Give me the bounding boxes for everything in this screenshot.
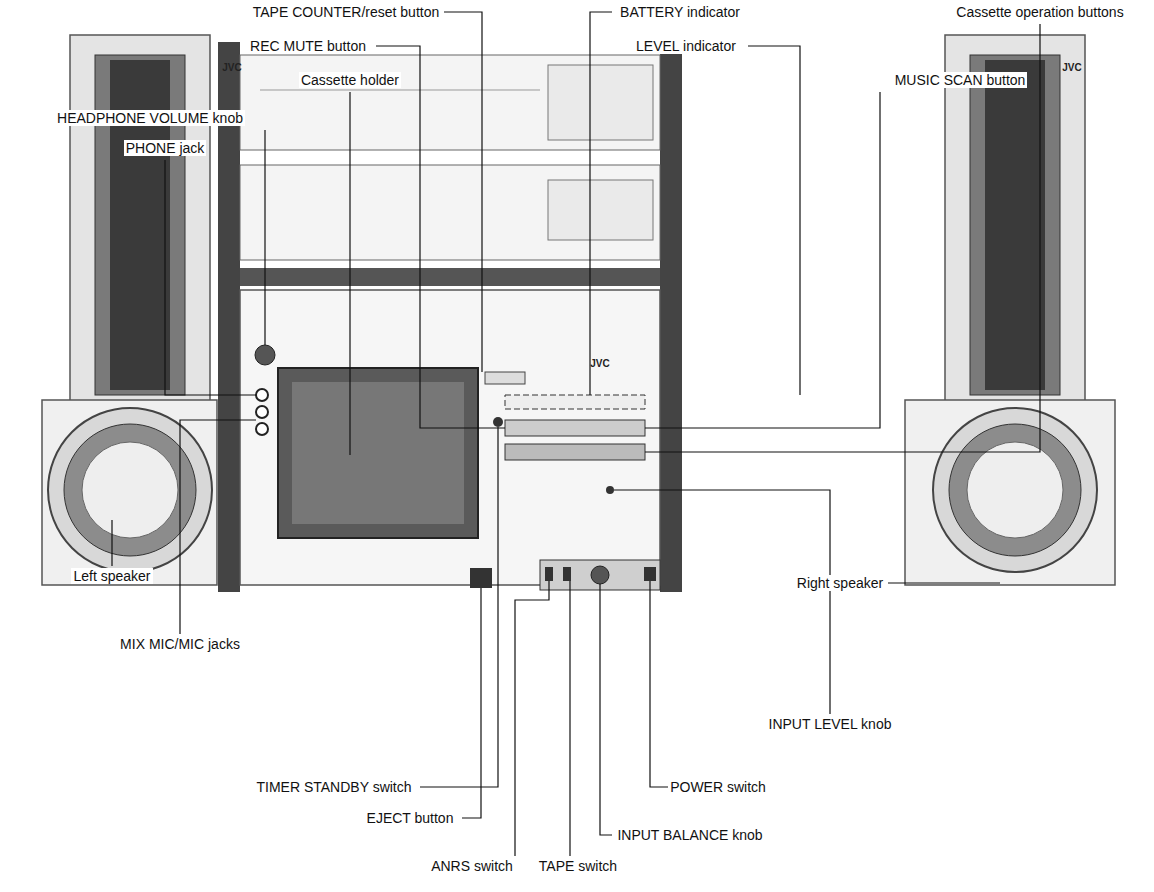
- right-tower-dark: [985, 60, 1045, 390]
- rec-mute-music-scan: [505, 420, 645, 436]
- part-label: Cassette operation buttons: [954, 4, 1125, 20]
- part-label: INPUT LEVEL knob: [767, 716, 894, 732]
- part-label: EJECT button: [365, 810, 456, 826]
- left-cone-outer: [48, 408, 212, 572]
- power-switch: [644, 567, 656, 581]
- leader-line: [420, 427, 498, 787]
- part-label: REC MUTE button: [248, 38, 368, 54]
- part-label: ANRS switch: [429, 858, 515, 874]
- part-label: BATTERY indicator: [618, 4, 742, 20]
- leader-line: [165, 160, 256, 395]
- tuner-buttons: [548, 65, 653, 140]
- input-level-knob: [606, 486, 614, 494]
- part-label: Cassette holder: [299, 72, 401, 88]
- leader-line: [515, 581, 549, 856]
- anrs-switch: [545, 567, 553, 581]
- level-battery-indicator: [505, 395, 645, 409]
- brand-logo: JVC: [1062, 62, 1081, 73]
- amplifier-unit: [240, 165, 660, 260]
- right-speaker-box: [905, 400, 1115, 585]
- leader-line: [111, 520, 112, 566]
- leader-line: [180, 420, 256, 634]
- rack-post-right: [660, 42, 682, 592]
- part-label: TIMER STANDBY switch: [254, 779, 413, 795]
- rack-shelf: [240, 268, 660, 286]
- leader-line: [748, 46, 800, 395]
- leader-line: [264, 130, 265, 345]
- input-balance-knob: [591, 566, 609, 584]
- part-label: HEADPHONE VOLUME knob: [55, 110, 245, 126]
- leader-line: [444, 12, 482, 372]
- right-tower: [945, 35, 1085, 405]
- left-cone: [64, 424, 196, 556]
- mix-mic-jack: [256, 406, 268, 418]
- leader-line: [462, 588, 481, 818]
- right-tower-grille: [970, 55, 1060, 395]
- part-label: PHONE jack: [124, 140, 207, 156]
- eject-button: [470, 568, 492, 588]
- leader-line: [888, 582, 1000, 583]
- right-cone-outer: [933, 408, 1097, 572]
- part-label: POWER switch: [668, 779, 768, 795]
- part-label: MUSIC SCAN button: [893, 72, 1028, 88]
- cassette-buttons: [505, 444, 645, 460]
- tuner-unit: [240, 55, 660, 150]
- part-label: INPUT BALANCE knob: [615, 827, 764, 843]
- brand-logo: JVC: [222, 62, 241, 73]
- tape-switch: [563, 567, 571, 581]
- leader-line: [645, 92, 880, 428]
- cassette-deck: [240, 290, 660, 585]
- leader-line: [645, 24, 1040, 452]
- left-cone-center: [82, 442, 178, 538]
- leader-line: [600, 584, 612, 835]
- part-label: Left speaker: [71, 568, 152, 584]
- cassette-window: [292, 382, 464, 524]
- left-tower-grille: [95, 55, 185, 395]
- timer-standby-switch: [493, 417, 503, 427]
- leader-line: [569, 581, 570, 856]
- tuner-scale: [260, 90, 540, 91]
- headphone-knob: [255, 345, 275, 365]
- leader-line: [376, 46, 505, 428]
- brand-logo: JVC: [590, 358, 609, 369]
- leader-line: [590, 12, 612, 395]
- left-speaker-box: [42, 400, 217, 585]
- leader-line: [349, 92, 350, 455]
- amplifier-controls: [548, 180, 653, 240]
- part-label: LEVEL indicator: [634, 38, 738, 54]
- part-label: MIX MIC/MIC jacks: [118, 636, 242, 652]
- leader-line: [650, 581, 668, 787]
- left-tower: [70, 35, 210, 405]
- part-label: TAPE switch: [537, 858, 619, 874]
- phone-jack: [256, 389, 268, 401]
- tape-counter: [485, 372, 525, 384]
- mic-jack: [256, 423, 268, 435]
- part-label: Right speaker: [795, 575, 885, 591]
- leader-line: [614, 490, 830, 714]
- cassette-holder: [278, 368, 478, 538]
- right-cone-center: [967, 442, 1063, 538]
- right-cone: [949, 424, 1081, 556]
- part-label: TAPE COUNTER/reset button: [251, 4, 441, 20]
